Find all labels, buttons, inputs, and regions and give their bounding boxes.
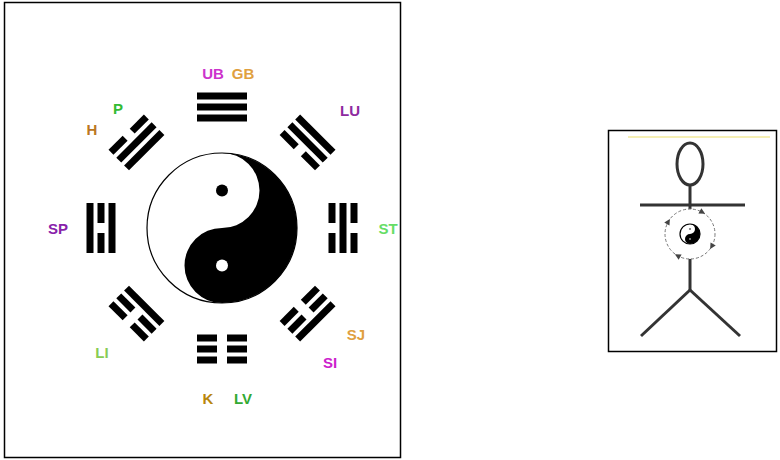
trigram-symbol bbox=[280, 115, 336, 171]
meridian-label: GB bbox=[232, 66, 255, 81]
meridian-label: P bbox=[113, 101, 123, 116]
trigram-symbol bbox=[197, 93, 247, 122]
meridian-label: K bbox=[203, 391, 214, 406]
trigram-symbol bbox=[280, 286, 336, 342]
left-frame bbox=[5, 3, 401, 458]
yin-yang bbox=[147, 153, 297, 303]
faint-line bbox=[628, 136, 770, 138]
right-frame bbox=[609, 131, 777, 352]
stick-figure bbox=[640, 143, 745, 336]
meridian-label: ST bbox=[378, 221, 397, 236]
meridian-label: LU bbox=[340, 103, 360, 118]
meridian-label: SP bbox=[48, 221, 68, 236]
meridian-label: SI bbox=[323, 355, 337, 370]
small-yin-yang bbox=[680, 224, 700, 244]
trigram-symbol bbox=[109, 115, 165, 171]
trigram-symbol bbox=[109, 286, 165, 342]
energy-circle bbox=[664, 208, 715, 259]
meridian-label: LI bbox=[95, 345, 108, 360]
meridian-label: UB bbox=[202, 66, 224, 81]
trigram-symbol bbox=[197, 335, 247, 364]
trigram-symbol bbox=[87, 203, 116, 253]
meridian-label: H bbox=[87, 122, 98, 137]
trigram-symbol bbox=[329, 203, 358, 253]
meridian-label: SJ bbox=[347, 327, 365, 342]
meridian-label: LV bbox=[234, 391, 252, 406]
